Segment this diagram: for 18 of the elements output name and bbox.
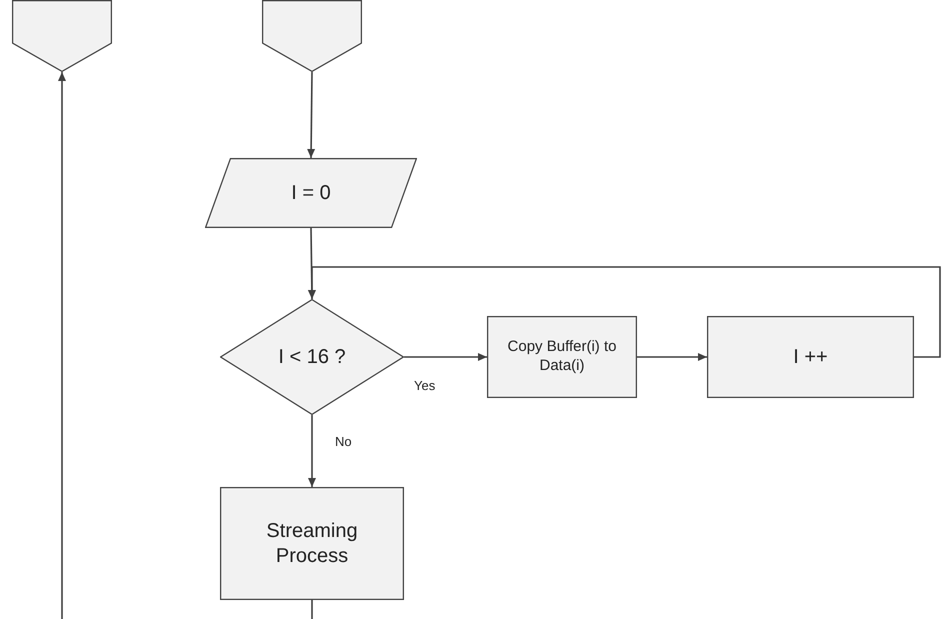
node-text: Streaming Process xyxy=(265,518,359,568)
process-box xyxy=(707,316,914,398)
node-text: I ++ xyxy=(792,344,829,370)
process-box xyxy=(487,316,637,398)
arrow xyxy=(404,353,487,361)
input-parallelogram xyxy=(205,158,417,228)
node-text: Copy Buffer(i) to Data(i) xyxy=(506,338,618,376)
decision-diamond xyxy=(220,299,404,415)
process-box xyxy=(220,487,404,600)
arrow xyxy=(637,353,707,361)
off-page-connector xyxy=(262,0,362,72)
node-text: I < 16 ? xyxy=(278,344,346,370)
arrow xyxy=(308,415,316,487)
node-text: I = 0 xyxy=(290,180,332,206)
off-page-connector xyxy=(12,0,112,72)
arrow xyxy=(308,266,941,358)
arrow xyxy=(307,72,316,158)
arrow xyxy=(58,72,66,619)
